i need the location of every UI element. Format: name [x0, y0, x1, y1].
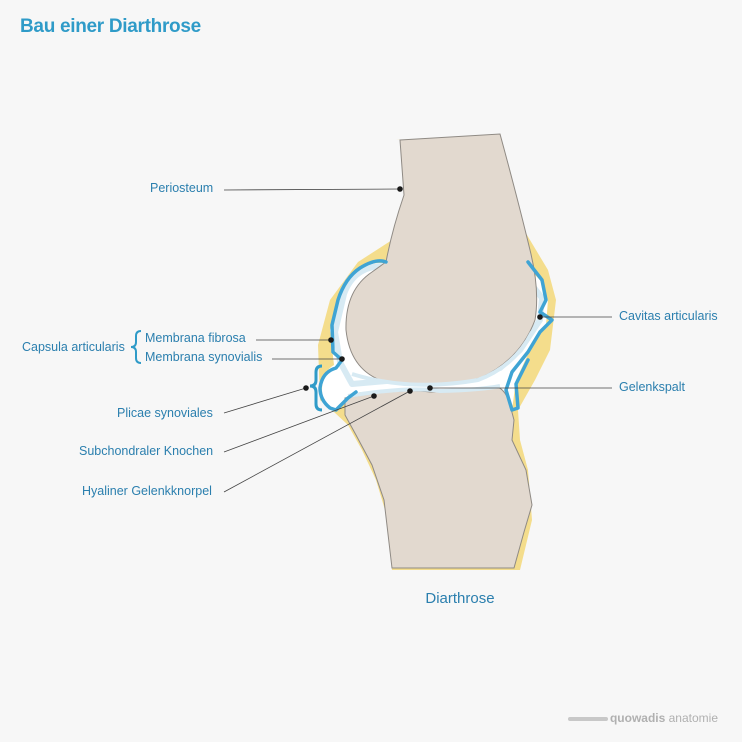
- diagram-caption: Diarthrose: [425, 590, 495, 607]
- leader-hyaliner: [223, 390, 411, 493]
- label-subchondraler-knochen: Subchondraler Knochen: [79, 444, 214, 458]
- leader-dots: [303, 186, 543, 399]
- label-membrana-synovialis: Membrana synovialis: [145, 350, 263, 364]
- cartilage-upper: [351, 331, 534, 387]
- membrane-left: [318, 259, 388, 412]
- label-gelenkspalt: Gelenkspalt: [619, 380, 686, 394]
- leader-subchondral: [223, 395, 375, 453]
- label-membrana-fibrosa: Membrana fibrosa: [145, 331, 246, 345]
- label-periosteum: Periosteum: [150, 181, 214, 195]
- label-capsula-articularis: Capsula articularis: [22, 340, 125, 354]
- label-hyaliner-gelenkknorpel: Hyaliner Gelenkknorpel: [82, 484, 212, 498]
- leader-plicae: [223, 387, 307, 414]
- brand-name-light: anatomie: [665, 711, 718, 725]
- leader-lines: [223, 188, 612, 493]
- label-plicae-synoviales: Plicae synoviales: [117, 406, 213, 420]
- plicae-brace: [309, 364, 323, 412]
- lower-bone: [344, 385, 533, 569]
- membrane-right: [504, 260, 554, 412]
- brand-name-bold: quowadis: [609, 711, 666, 725]
- leader-periosteum: [223, 188, 401, 191]
- brand-logo: quowadis anatomie: [567, 711, 718, 725]
- page-title: Bau einer Diarthrose: [20, 16, 201, 37]
- label-cavitas-articularis: Cavitas articularis: [619, 309, 718, 323]
- brand-mark-icon: [567, 716, 608, 721]
- capsula-brace: [130, 330, 142, 364]
